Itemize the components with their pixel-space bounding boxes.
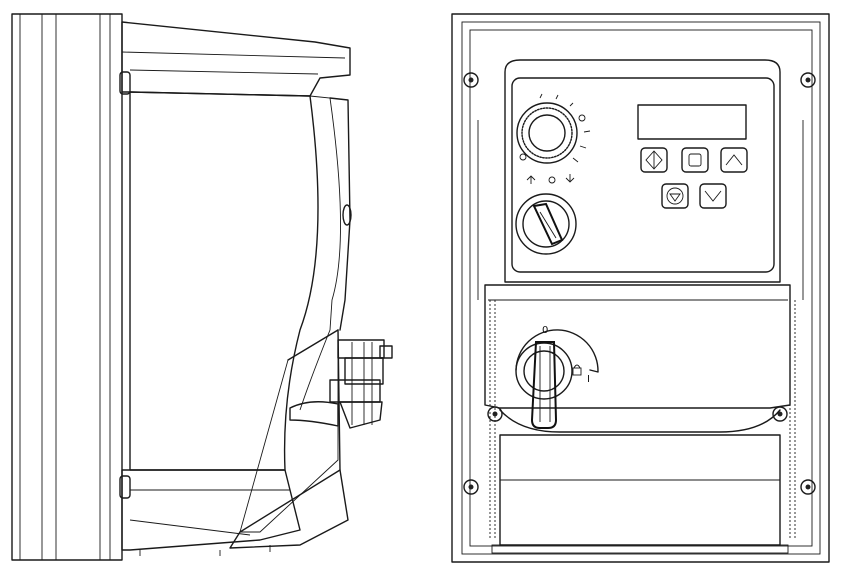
screw-icon xyxy=(800,479,816,495)
side-housing-top xyxy=(119,21,351,97)
side-isolator-knob xyxy=(329,339,393,429)
side-view xyxy=(11,13,393,561)
side-housing-bottom xyxy=(119,469,349,556)
side-mid-bulge xyxy=(289,401,339,427)
side-housing-body xyxy=(129,91,352,471)
down-button[interactable] xyxy=(699,183,727,209)
screw-icon xyxy=(800,72,816,88)
keypad-panel xyxy=(504,59,781,283)
bottom-panel xyxy=(491,434,789,554)
lock-shackle-icon xyxy=(573,364,581,369)
front-mounting-screws xyxy=(463,72,816,495)
chevron-up-icon xyxy=(725,154,743,166)
up-button[interactable] xyxy=(720,147,748,173)
front-side-vents xyxy=(477,120,804,540)
screw-icon xyxy=(772,406,788,422)
isolator-switch[interactable]: 0 I xyxy=(515,325,599,429)
front-view: 0 I xyxy=(451,13,830,563)
chevron-down-icon xyxy=(704,190,722,202)
navigate-button[interactable] xyxy=(681,147,709,173)
screw-icon xyxy=(463,72,479,88)
lcd-display xyxy=(637,104,747,140)
isolator-off-label: 0 xyxy=(542,325,548,336)
mode-indicator-icons xyxy=(526,174,575,184)
isolator-on-label: I xyxy=(587,374,590,385)
lower-cover-panel xyxy=(484,284,791,433)
speed-potentiometer[interactable] xyxy=(516,93,591,164)
mode-selector-switch[interactable] xyxy=(515,193,577,255)
front-outer-frame xyxy=(451,13,830,563)
stop-button[interactable] xyxy=(661,183,689,209)
side-back-plate xyxy=(11,13,123,561)
screw-icon xyxy=(463,479,479,495)
start-reverse-button[interactable] xyxy=(640,147,668,173)
lock-icon xyxy=(572,367,582,376)
